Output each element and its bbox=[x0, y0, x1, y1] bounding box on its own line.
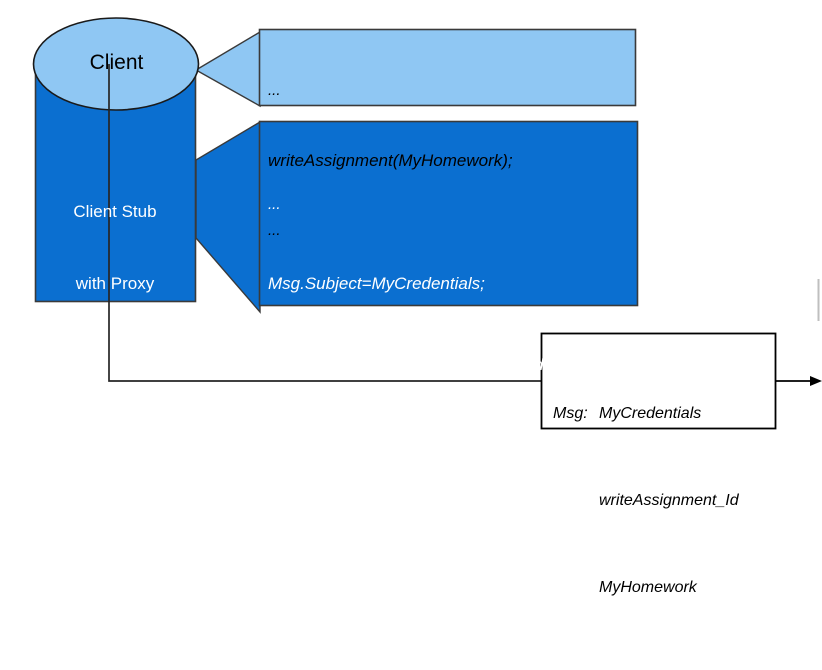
message-box-value-2: writeAssignment_Id bbox=[599, 492, 739, 509]
message-box-key-spacer-2 bbox=[553, 486, 599, 515]
client-cylinder-top bbox=[32, 17, 200, 111]
message-box-key-spacer-3 bbox=[553, 573, 599, 602]
diagram-vector-layer bbox=[32, 17, 822, 430]
message-box-row-3: MyHomework bbox=[553, 573, 773, 602]
callout-application-tail bbox=[194, 30, 261, 108]
diagram-canvas: Client Client Stub with Proxy (here with… bbox=[32, 17, 822, 596]
callout-stub-line-6: ... bbox=[268, 596, 281, 613]
outgoing-arrow-head-icon bbox=[810, 376, 822, 386]
message-box-row-2: writeAssignment_Id bbox=[553, 486, 773, 515]
callout-stub-box bbox=[258, 120, 639, 307]
message-flow-connector bbox=[108, 64, 541, 382]
message-box bbox=[540, 332, 777, 430]
callout-application-box bbox=[258, 28, 637, 107]
callout-stub-tail bbox=[195, 120, 261, 314]
callout-stub-line-5: send(Server, Msg); bbox=[268, 517, 412, 536]
message-box-value-3: MyHomework bbox=[599, 579, 697, 596]
